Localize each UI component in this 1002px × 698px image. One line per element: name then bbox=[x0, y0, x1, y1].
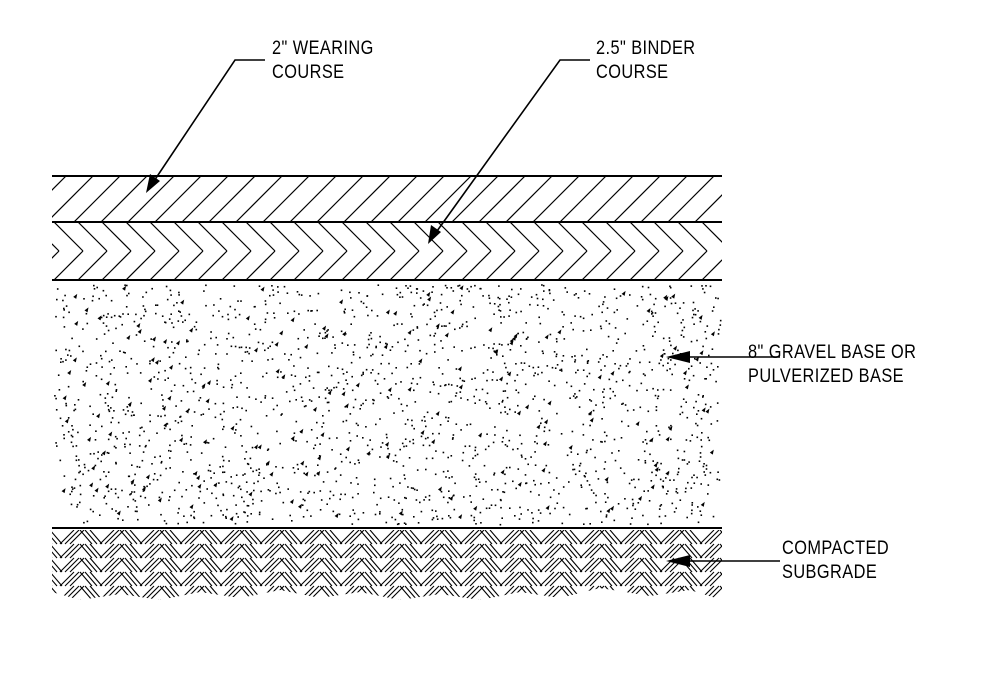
gravel-base-label-line2: PULVERIZED BASE bbox=[748, 366, 904, 387]
subgrade-hatch bbox=[52, 530, 722, 600]
binder-course-label-line1: 2.5" BINDER bbox=[596, 38, 696, 59]
binder-course-arrowhead bbox=[428, 225, 441, 244]
gravel-base-stipple bbox=[54, 284, 722, 526]
subgrade-label-line1: COMPACTED bbox=[782, 538, 890, 559]
binder-course-hatch bbox=[52, 222, 722, 280]
wearing-course-hatch bbox=[52, 176, 722, 222]
gravel-base-label-line1: 8" GRAVEL BASE OR bbox=[748, 342, 917, 363]
subgrade-label-line2: SUBGRADE bbox=[782, 562, 878, 583]
leader-lines bbox=[149, 59, 780, 562]
subgrade-arrowhead bbox=[666, 555, 690, 567]
wearing-course-leader bbox=[149, 59, 265, 188]
binder-course-label-line2: COURSE bbox=[596, 62, 669, 83]
binder-course-leader bbox=[431, 59, 590, 239]
wearing-course-label-line1: 2" WEARING bbox=[272, 38, 374, 59]
layer-boundary-lines bbox=[52, 175, 722, 529]
leader-arrowheads bbox=[146, 174, 690, 567]
gravel-base-arrowhead bbox=[666, 351, 690, 363]
wearing-course-arrowhead bbox=[146, 174, 160, 193]
wearing-course-label-line2: COURSE bbox=[272, 62, 345, 83]
